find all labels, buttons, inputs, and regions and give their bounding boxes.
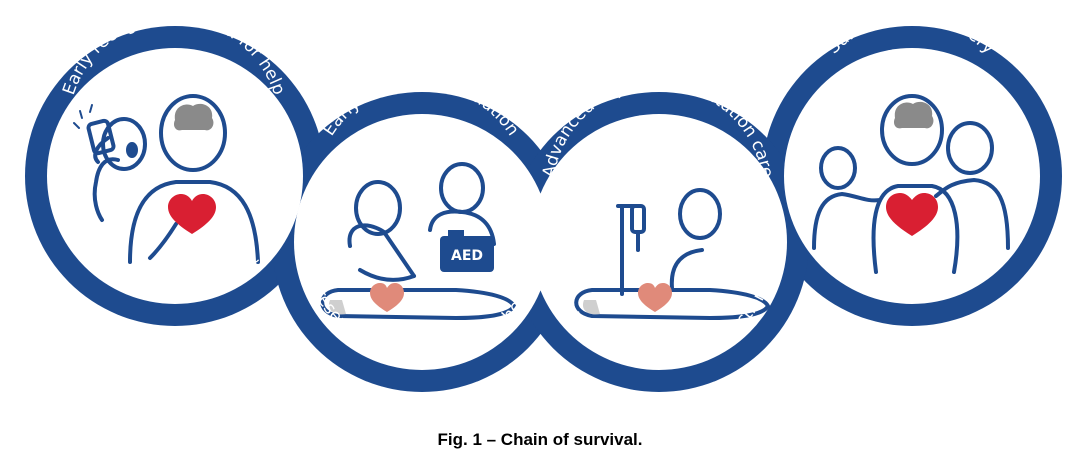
- brain-icon: [893, 101, 934, 129]
- chain-of-survival-diagram: AED: [25, 26, 1062, 392]
- bystander-icon: [92, 117, 147, 222]
- heart-icon: [168, 194, 216, 234]
- main-person-icon: [128, 94, 260, 264]
- iv-drip-icon: [616, 204, 646, 296]
- brain-icon: [173, 103, 214, 131]
- stage-4-illustration: [812, 94, 1010, 274]
- stage-3-illustration: [574, 188, 770, 320]
- ring-inner-4: [784, 48, 1040, 304]
- ring-inner-1: [47, 48, 303, 304]
- figure-caption: Fig. 1 – Chain of survival.: [437, 430, 643, 449]
- clinician-icon: [669, 188, 722, 290]
- central-person-head: [880, 94, 944, 166]
- aed-label: AED: [451, 248, 483, 264]
- family-icon: [812, 121, 1010, 274]
- aed-icon: AED: [440, 230, 494, 272]
- stage-1-illustration: [73, 94, 260, 264]
- rescuer-icon: [347, 180, 416, 282]
- patient-icon: [574, 283, 770, 320]
- ring-inner-2: [294, 114, 550, 370]
- heart-icon: [886, 193, 938, 236]
- stage-2-illustration: AED: [320, 162, 516, 320]
- second-rescuer-icon: [428, 162, 496, 246]
- patient-icon: [320, 283, 516, 320]
- ring-inner-3: [531, 114, 787, 370]
